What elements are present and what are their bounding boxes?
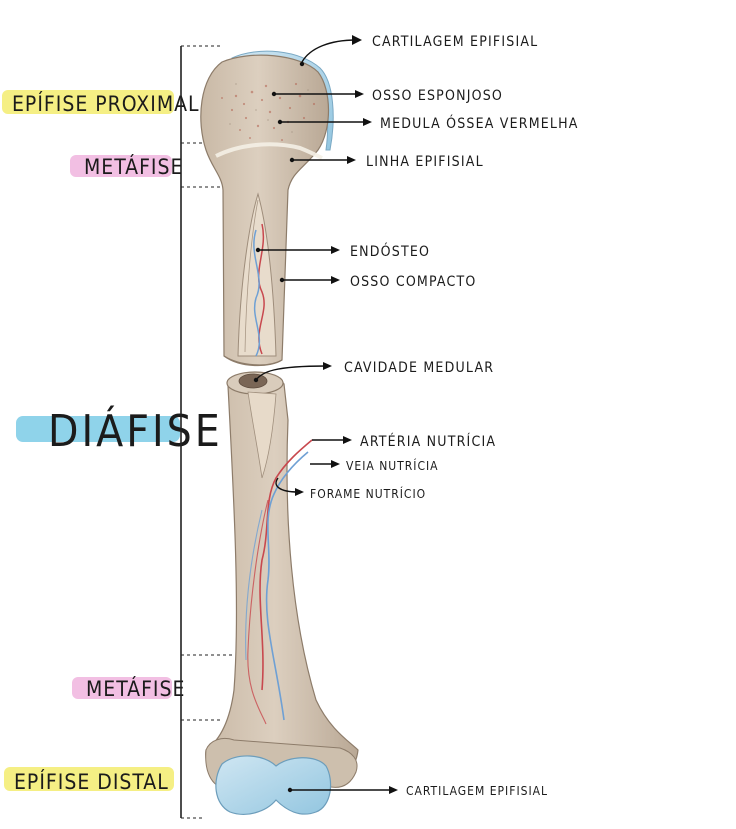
label-medullary-cavity: CAVIDADE MEDULAR [344,360,494,376]
marrow-vessel-red-branch [247,499,269,725]
epiphyseal-line [215,142,323,160]
lower-bone-fragment [205,371,359,815]
lower-cutaway-window [247,391,277,479]
label-nutrient-artery: ARTÉRIA NUTRÍCIA [360,433,496,450]
highlight-metaphysis-bottom [72,677,172,699]
anatomy-labels: CARTILAGEM EPIFISIAL OSSO ESPONJOSO MEDU… [310,34,579,798]
region-labels: EPÍFISE PROXIMAL METÁFISE DIÁFISE METÁFI… [2,90,223,794]
region-bracket [180,45,232,819]
label-compact-bone: OSSO COMPACTO [350,274,476,290]
highlight-diaphysis [16,416,180,442]
distal-cartilage [215,755,332,815]
label-spongy-bone: OSSO ESPONJOSO [372,88,503,104]
nutrient-vein-vessel [265,451,309,721]
spongy-bone-pores [229,83,309,133]
label-metaphysis-top: METÁFISE [84,154,183,179]
label-red-marrow: MEDULA ÓSSEA VERMELHA [380,114,579,132]
pointer-cartilage-top [301,39,357,63]
label-epiphyseal-line: LINHA EPIFISIAL [366,154,484,170]
nutrient-artery-vessel [259,439,313,691]
highlight-metaphysis-top [70,155,172,177]
label-cartilage-bottom: CARTILAGEM EPIFISIAL [406,784,548,798]
label-diaphysis: DIÁFISE [48,404,223,457]
highlight-proximal-epiphysis [2,90,174,114]
endosteum-lining [244,199,259,353]
label-nutrient-foramen: FORAME NUTRÍCIO [310,486,426,501]
marrow-vessel-blue-branch [245,509,263,661]
medullary-cavity-hole [238,373,268,389]
medullary-channel-cutaway [237,192,277,357]
label-distal-epiphysis: EPÍFISE DISTAL [14,769,169,794]
label-cartilage-top: CARTILAGEM EPIFISIAL [372,34,538,50]
pointer-nutrient-foramen [275,477,299,493]
proximal-epiphysis-shape [200,54,330,367]
highlight-distal-epiphysis [4,767,174,791]
label-metaphysis-bottom: METÁFISE [86,676,185,701]
label-endosteum: ENDÓSTEO [350,242,430,260]
pointer-lines [253,35,398,794]
diaphysis-shaft [205,373,359,785]
pointer-medullary-cavity [255,365,327,381]
label-proximal-epiphysis: EPÍFISE PROXIMAL [12,91,200,116]
label-nutrient-vein: VEIA NUTRÍCIA [346,458,439,473]
vein-upper-channel [253,229,261,357]
upper-bone-fragment [200,50,334,367]
